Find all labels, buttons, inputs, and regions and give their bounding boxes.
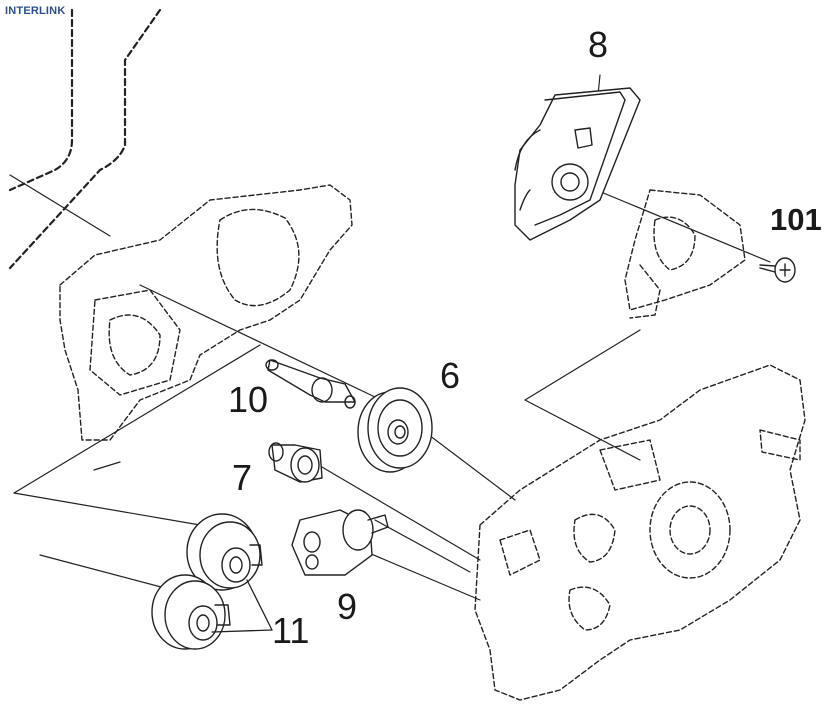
clutch-11-lower bbox=[151, 574, 231, 650]
bushing-7 bbox=[268, 442, 323, 483]
left-housing bbox=[59, 184, 353, 441]
gear-6 bbox=[357, 387, 433, 473]
brand-logo: INTERLINK bbox=[5, 5, 66, 17]
bracket-assembly-8 bbox=[514, 87, 641, 241]
right-upper-housing bbox=[624, 189, 746, 319]
part-label-10: 10 bbox=[228, 379, 269, 420]
leader-11 bbox=[211, 579, 273, 633]
part-label-9: 9 bbox=[337, 586, 358, 627]
right-lower-housing bbox=[474, 364, 806, 701]
clutch-11-upper bbox=[186, 513, 263, 591]
dashed-boundary bbox=[8, 8, 162, 270]
shaft-10 bbox=[265, 359, 356, 409]
part-label-101: 101 bbox=[770, 202, 822, 237]
part-label-8: 8 bbox=[588, 24, 609, 65]
part-label-11: 11 bbox=[272, 610, 310, 651]
part-label-7: 7 bbox=[232, 457, 253, 498]
screw-101 bbox=[759, 257, 796, 283]
leader-lines bbox=[9, 74, 771, 601]
part-label-6: 6 bbox=[440, 355, 461, 396]
solenoid-9 bbox=[291, 509, 389, 576]
